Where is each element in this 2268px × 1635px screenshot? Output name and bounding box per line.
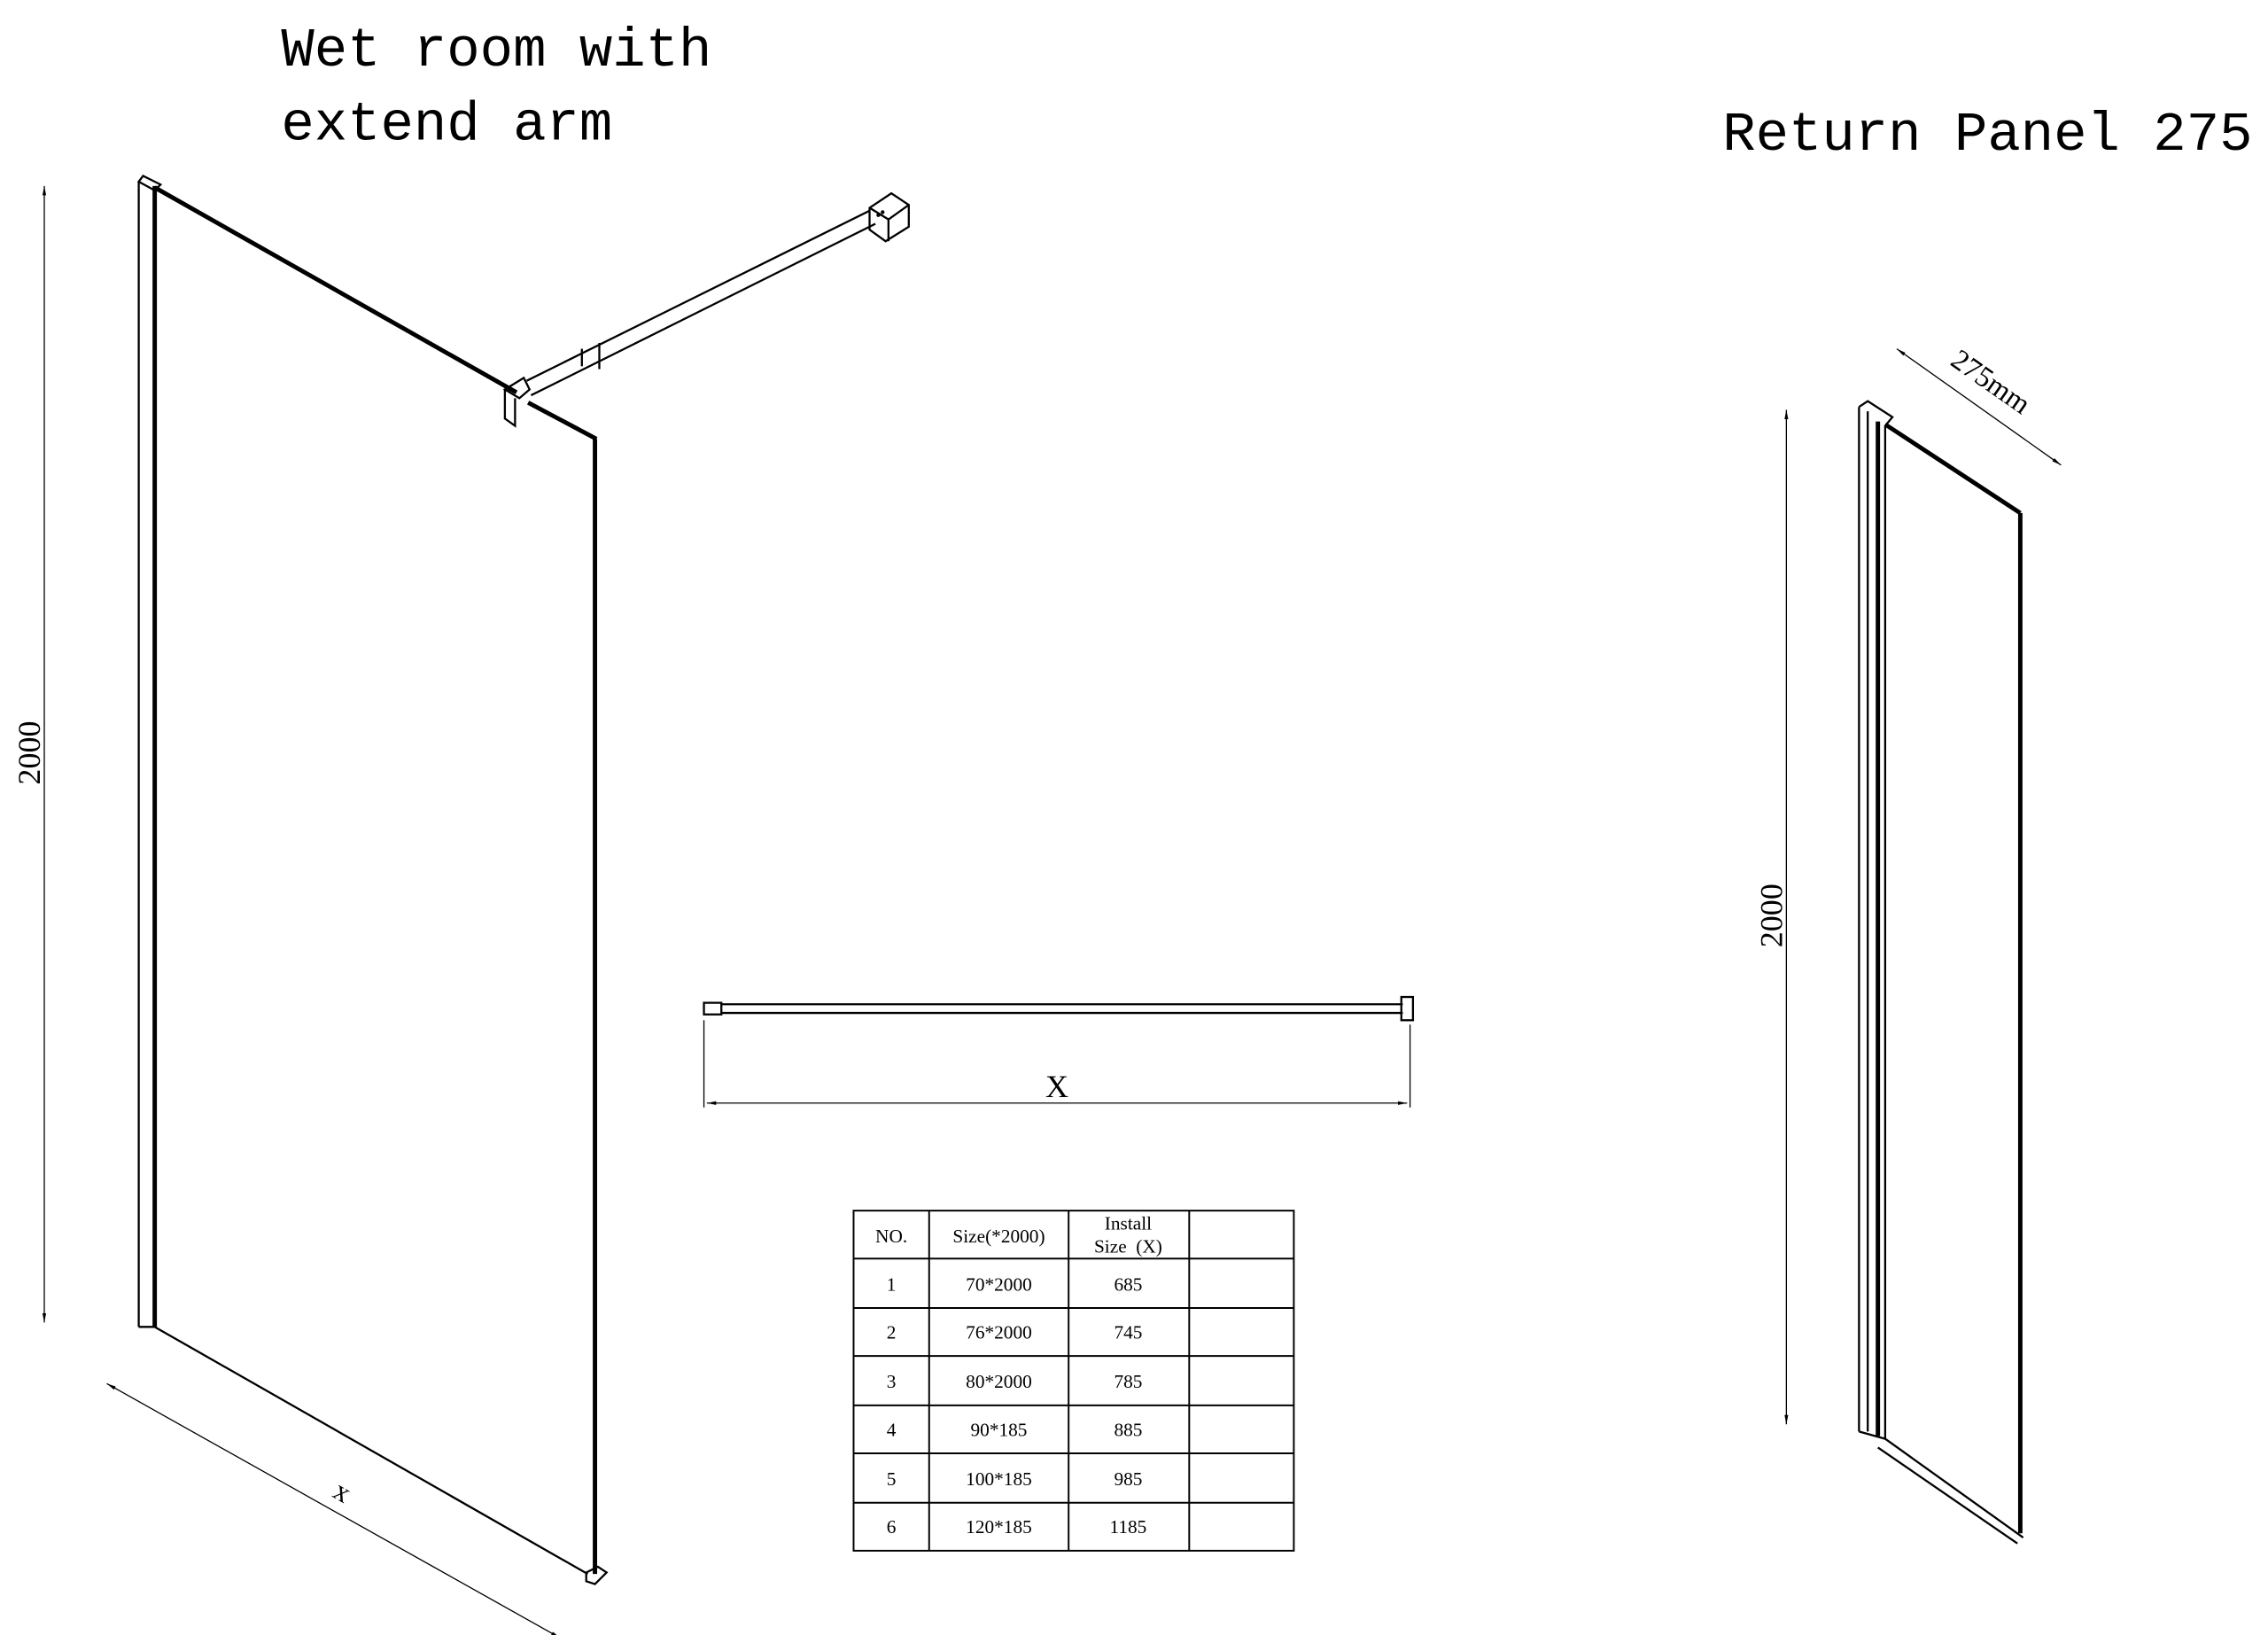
cell-no: 6	[887, 1516, 897, 1538]
cell-install: 745	[1114, 1321, 1142, 1343]
table-row: 1 70*2000 685	[887, 1273, 1143, 1295]
arm-top-view	[703, 995, 1415, 1108]
right-height-label: 2000	[1753, 884, 1789, 947]
table-row: 5 100*185 985	[887, 1468, 1143, 1490]
cell-install: 885	[1114, 1419, 1142, 1440]
header-size: Size(*2000)	[952, 1226, 1045, 1247]
size-table-header: NO. Size(*2000) Install Size (X)	[875, 1212, 1162, 1257]
cell-no: 4	[887, 1419, 897, 1440]
cell-install: 685	[1114, 1273, 1142, 1295]
right-depth-label: 275mm	[1945, 344, 2036, 421]
return-panel	[1858, 400, 2024, 1545]
left-title-line1: Wet room with	[281, 19, 711, 82]
right-title: Return Panel 275	[1722, 104, 2252, 167]
cell-install: 985	[1114, 1468, 1142, 1490]
cell-size: 100*185	[966, 1468, 1032, 1490]
cell-no: 1	[887, 1273, 897, 1295]
header-install: Install	[1105, 1212, 1152, 1234]
cell-install: 785	[1114, 1371, 1142, 1392]
extend-arm	[502, 191, 910, 428]
depth-dimension-line	[1896, 348, 2062, 466]
wet-room-panel	[136, 174, 609, 1585]
cell-no: 3	[887, 1371, 897, 1392]
table-row: 6 120*185 1185	[887, 1516, 1147, 1538]
cell-size: 120*185	[966, 1516, 1032, 1538]
table-row: 3 80*2000 785	[887, 1371, 1143, 1392]
table-row: 4 90*185 885	[887, 1419, 1143, 1440]
arm-width-label: X	[1045, 1069, 1068, 1104]
width-dimension-line	[106, 1382, 561, 1635]
cell-no: 5	[887, 1468, 897, 1490]
cell-size: 80*2000	[966, 1371, 1032, 1392]
size-table	[852, 1210, 1295, 1552]
header-install-size: Size (X)	[1094, 1236, 1162, 1257]
cell-no: 2	[887, 1321, 897, 1343]
cell-size: 76*2000	[966, 1321, 1032, 1343]
left-title-line2: extend arm	[281, 93, 612, 156]
table-row: 2 76*2000 745	[887, 1321, 1143, 1343]
cell-size: 90*185	[971, 1419, 1028, 1440]
left-width-label: x	[328, 1475, 356, 1509]
header-no: NO.	[875, 1226, 907, 1247]
cell-install: 1185	[1110, 1516, 1147, 1538]
left-height-label: 2000	[12, 720, 47, 784]
cell-size: 70*2000	[966, 1273, 1032, 1295]
